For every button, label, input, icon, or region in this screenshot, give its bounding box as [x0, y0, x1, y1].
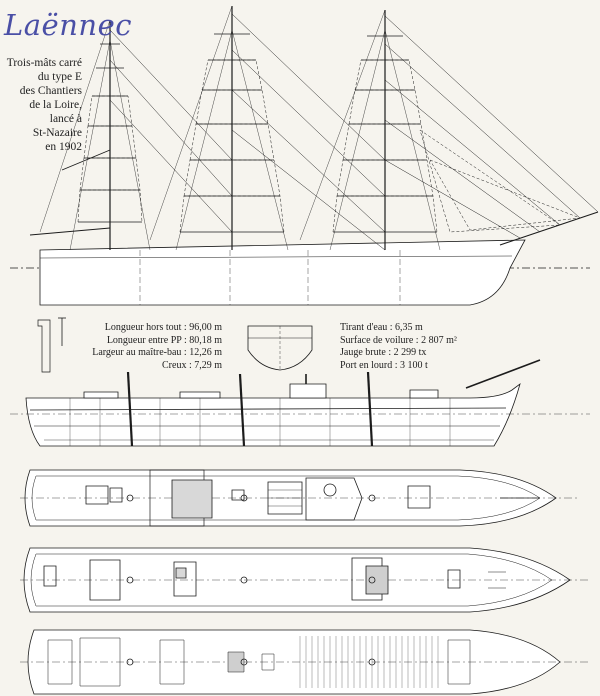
davit-detail — [38, 318, 66, 372]
inboard-profile — [10, 360, 590, 446]
spec-line: Surface de voilure : 2 807 m² — [340, 334, 457, 346]
description-line: de la Loire, — [29, 99, 82, 111]
description-line: des Chantiers — [19, 85, 82, 97]
description-line: lancé à — [49, 113, 82, 125]
spec-line: Jauge brute : 2 299 tx — [340, 347, 427, 358]
specs-capacity: Tirant d'eau : 6,35 m Surface de voilure… — [340, 322, 500, 372]
upper-deck-plan — [20, 470, 580, 526]
spec-line: Port en lourd : 3 100 t — [340, 359, 428, 371]
hull-profile — [40, 240, 525, 305]
main-deck-plan — [20, 548, 590, 612]
spec-line: Longueur hors tout : 96,00 m — [104, 322, 222, 333]
description-line: Trois-mâts carré — [6, 57, 82, 69]
midship-section — [248, 326, 312, 370]
ship-description: Trois-mâts carré du type E des Chantiers… — [4, 56, 82, 154]
spec-line: Creux : 7,29 m — [162, 359, 222, 371]
spec-line: Longueur entre PP : 80,18 m — [106, 334, 222, 346]
spec-line: Tirant d'eau : 6,35 m — [340, 322, 423, 333]
sail-plan — [10, 6, 598, 305]
description-line: du type E — [37, 71, 82, 83]
specs-dimensions: Longueur hors tout : 96,00 m Longueur en… — [70, 322, 222, 372]
description-line: St-Nazaire — [32, 127, 82, 139]
page-title: Laënnec — [4, 8, 132, 42]
description-line: en 1902 — [45, 141, 82, 153]
lower-deck-plan — [20, 630, 590, 694]
spec-line: Largeur au maître-bau : 12,26 m — [92, 347, 222, 358]
bowsprit — [500, 212, 598, 245]
